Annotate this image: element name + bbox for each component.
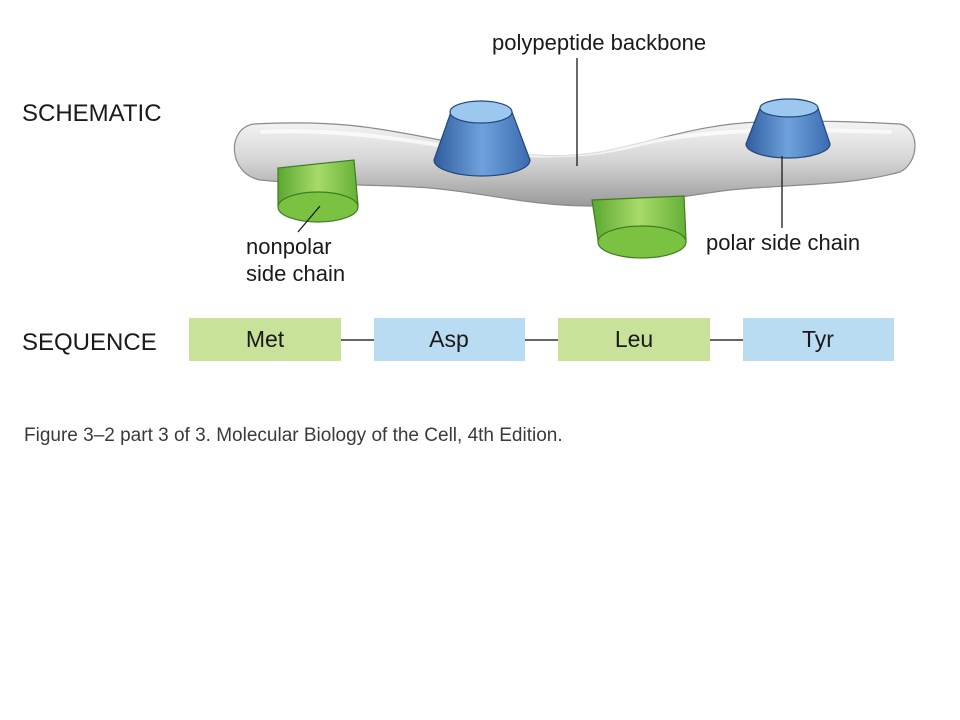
residue-box bbox=[189, 318, 341, 361]
schematic-title: SCHEMATIC bbox=[22, 100, 162, 127]
sequence-residue-tyr: Tyr bbox=[743, 318, 894, 361]
nonpolar-label-line1: nonpolar bbox=[246, 234, 332, 259]
backbone-label: polypeptide backbone bbox=[492, 30, 706, 55]
nonpolar-label-line2: side chain bbox=[246, 261, 345, 286]
residue-box bbox=[743, 318, 894, 361]
polar-side-chain-1 bbox=[433, 100, 531, 177]
polar-side-chain-2 bbox=[745, 98, 831, 159]
sequence-title: SEQUENCE bbox=[22, 329, 157, 356]
residue-box bbox=[558, 318, 710, 361]
residue-label: Leu bbox=[615, 326, 653, 352]
polar-label: polar side chain bbox=[706, 230, 860, 255]
sequence-residue-asp: Asp bbox=[374, 318, 525, 361]
residue-label: Asp bbox=[429, 326, 469, 352]
figure-caption: Figure 3–2 part 3 of 3. Molecular Biolog… bbox=[24, 425, 563, 446]
sequence-residue-leu: Leu bbox=[558, 318, 710, 361]
residue-label: Tyr bbox=[802, 326, 834, 352]
residue-label: Met bbox=[246, 326, 285, 352]
nonpolar-leader-line bbox=[297, 205, 321, 233]
nonpolar-side-chain-1 bbox=[277, 159, 359, 223]
nonpolar-side-chain-2 bbox=[591, 195, 687, 259]
sequence-residue-met: Met bbox=[189, 318, 341, 361]
residue-box bbox=[374, 318, 525, 361]
